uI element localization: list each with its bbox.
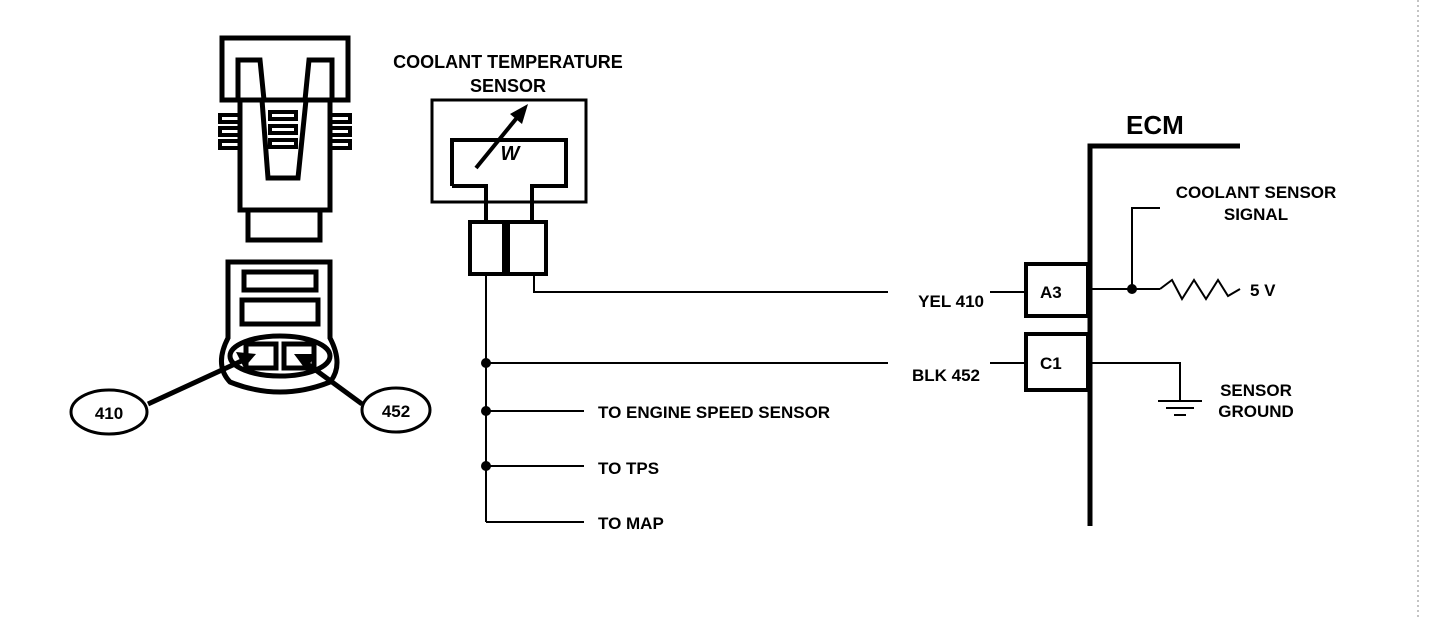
connector-ribs-left [218,113,242,150]
wire-yel-410-label: YEL 410 [918,292,984,311]
connector-illustration: 410 452 [69,35,432,436]
branch-tps-label: TO TPS [598,459,659,478]
splice-tps [481,461,491,471]
ecm-pin-a3 [1024,262,1090,318]
sensor-plug-left [468,220,506,276]
sensor-title-line1: COOLANT TEMPERATURE [393,52,623,72]
ecm-module: ECM A3 C1 COOLANT SENSOR SIGNAL 5 V SENS… [1024,110,1337,526]
terminal-410-leader [146,355,250,407]
terminal-410-callout [69,388,149,436]
sensor-ground-label-line1: SENSOR [1220,381,1292,400]
ecm-signal-tap [1131,207,1160,289]
coolant-temperature-sensor: COOLANT TEMPERATURE SENSOR W [393,52,623,276]
ecm-pin-a3-label: A3 [1040,283,1062,302]
wire-blk-452-label: BLK 452 [912,366,980,385]
terminal-452-label: 452 [382,402,410,421]
wire-yel-410 [533,274,888,293]
connector-middle-body [237,100,333,213]
terminal-452-callout [360,386,432,434]
wiring [485,274,1026,523]
ecm-ground-line [1090,362,1181,400]
connector-slot [235,57,335,101]
terminal-410-label: 410 [95,404,123,423]
connector-inner-channel [259,99,309,181]
sensor-housing [430,98,588,204]
terminal-452-leader [300,357,364,407]
connector-ribs-center [268,110,298,149]
terminal-cavity-outline [227,333,333,379]
splice-engine-speed [481,406,491,416]
mating-connector-slot-mid [239,297,321,327]
ecm-pin-c1 [1024,332,1090,392]
sensor-plug-right [506,220,548,276]
sensor-ground-label-line2: GROUND [1218,402,1294,421]
coolant-signal-label-line2: SIGNAL [1224,205,1288,224]
connector-ribs-right [328,113,352,150]
mating-connector-slot-top [241,269,319,293]
splice-blk-452 [481,358,491,368]
ecm-signal-junction [1127,284,1137,294]
connector-top-housing [219,35,351,103]
connector-neck [245,207,323,243]
ecm-label: ECM [1126,110,1184,140]
coolant-signal-label-line1: COOLANT SENSOR [1176,183,1337,202]
terminal-452-arrow [294,354,316,370]
sensor-title-line2: SENSOR [470,76,546,96]
thermistor-symbol: W [501,143,522,165]
mating-connector-body [219,259,340,395]
pull-up-resistor [1159,278,1241,301]
branch-map-label: TO MAP [598,514,664,533]
ecm-boundary [1087,143,1240,526]
thermistor-outline [450,138,568,220]
thermistor-arrow-shaft [474,112,522,170]
thermistor-arrowhead [510,104,528,124]
terminal-410-arrow [236,352,256,368]
reference-voltage-label: 5 V [1250,281,1276,300]
ecm-pin-c1-label: C1 [1040,354,1062,373]
splice-dots [481,358,491,471]
branch-engine-speed-label: TO ENGINE SPEED SENSOR [598,403,830,422]
